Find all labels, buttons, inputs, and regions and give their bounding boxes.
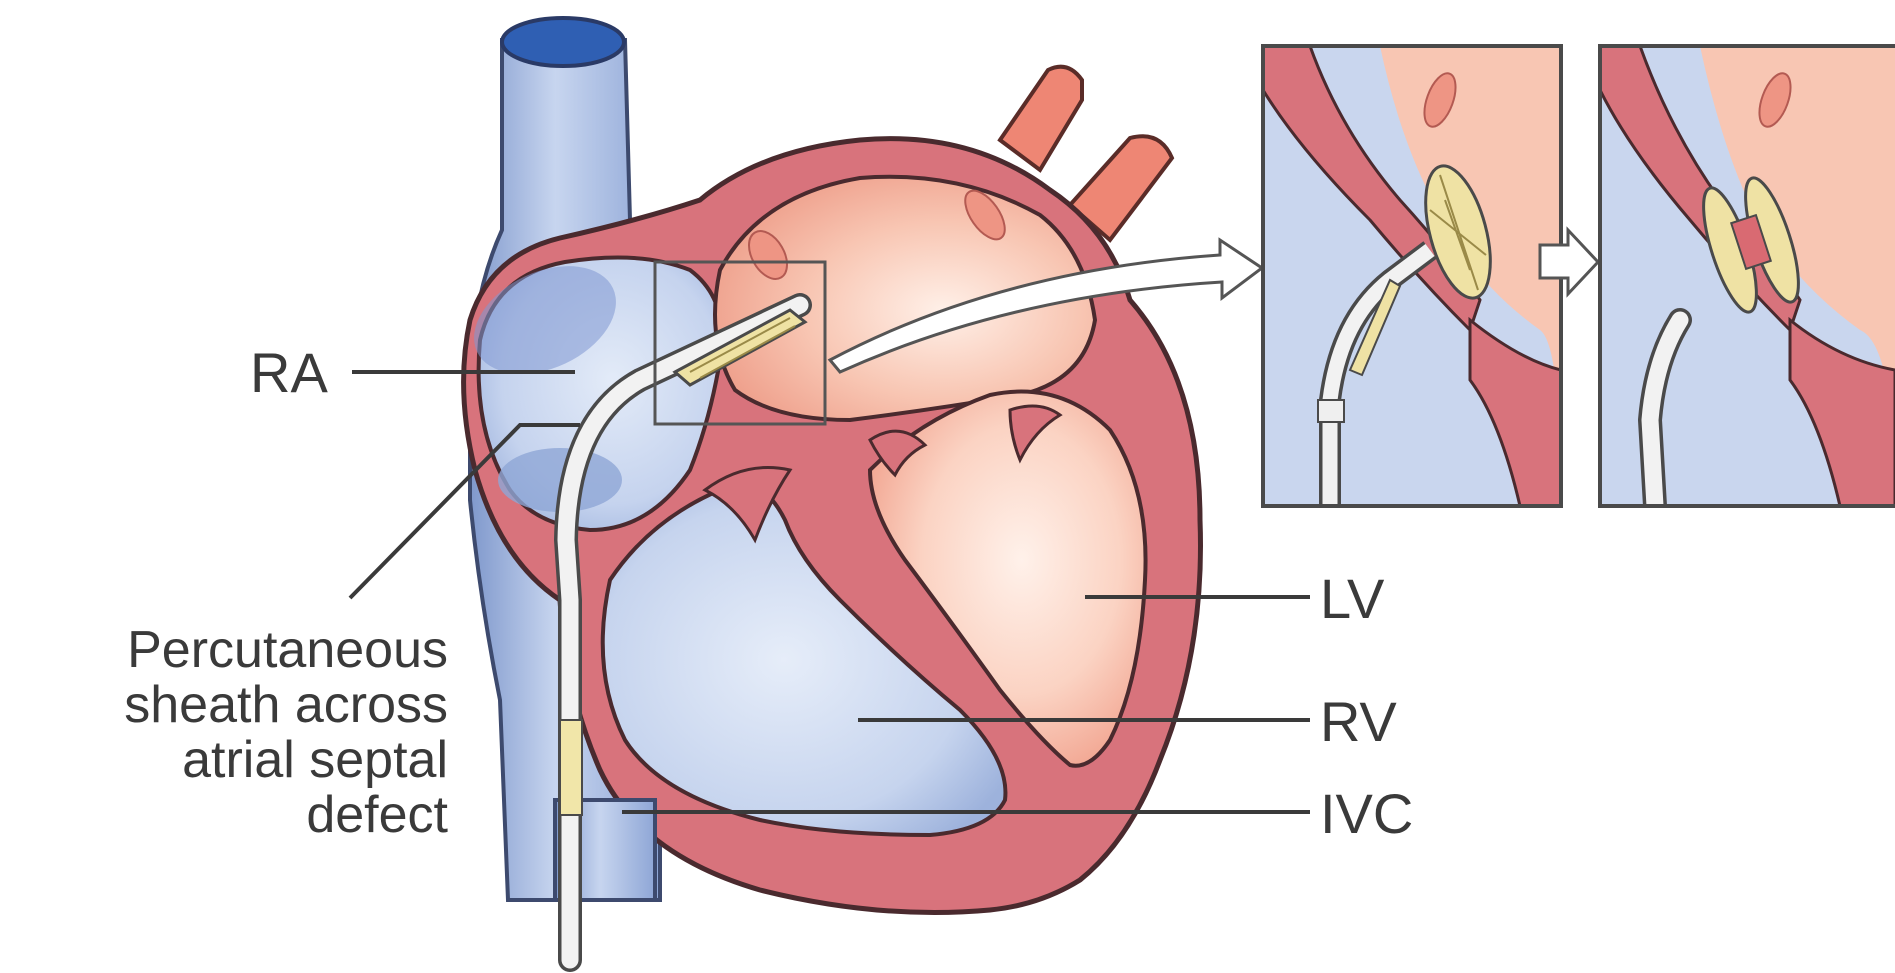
svc-opening <box>502 18 624 66</box>
label-ra: RA <box>250 341 328 404</box>
label-sheath-line-1: Percutaneous <box>127 621 448 679</box>
label-rv: RV <box>1320 690 1397 753</box>
heart <box>457 18 1262 960</box>
pulmonary-vessel-1 <box>1000 67 1082 170</box>
label-ivc: IVC <box>1320 782 1413 845</box>
label-sheath-line-3: atrial septal <box>182 731 448 789</box>
label-sheath-line-2: sheath across <box>124 676 448 734</box>
label-lv: LV <box>1320 567 1385 630</box>
label-sheath-line-4: defect <box>306 786 448 844</box>
inset-device-deployed <box>1600 46 1895 506</box>
inset-device-deploying <box>1263 46 1561 506</box>
sheath-marker <box>560 720 582 815</box>
